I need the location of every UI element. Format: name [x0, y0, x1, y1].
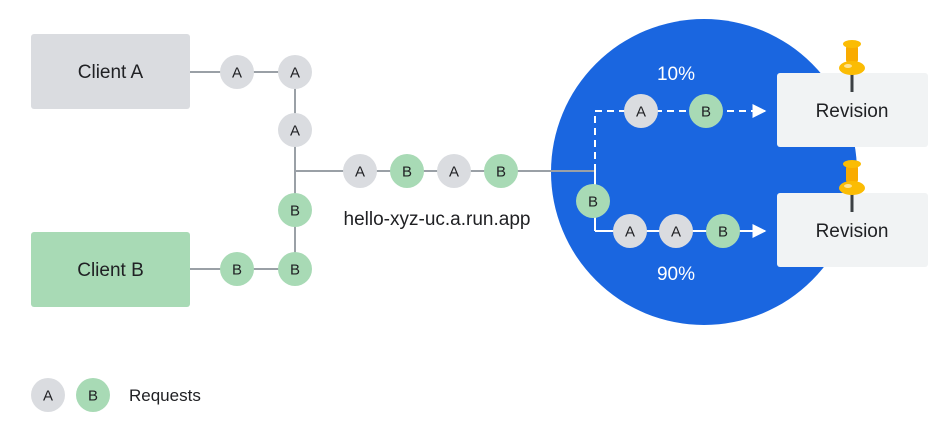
- client-a-box: Client A: [31, 34, 190, 109]
- svg-text:A: A: [43, 388, 53, 405]
- revision-box-top: Revision: [777, 73, 928, 147]
- legend-label: Requests: [129, 386, 201, 405]
- svg-text:A: A: [232, 65, 242, 82]
- legend-token-b: B: [76, 378, 110, 412]
- svg-text:A: A: [290, 123, 300, 140]
- client-a-label: Client A: [78, 62, 144, 83]
- svg-text:B: B: [290, 262, 300, 279]
- request-token-a: A: [613, 214, 647, 248]
- svg-text:B: B: [718, 224, 728, 241]
- service-url: hello-xyz-uc.a.run.app: [344, 209, 531, 230]
- revision-box-bottom: Revision: [777, 193, 928, 267]
- split-line-dashed: [594, 104, 767, 171]
- client-b-label: Client B: [77, 260, 144, 281]
- svg-text:B: B: [88, 388, 98, 405]
- svg-text:B: B: [290, 203, 300, 220]
- request-token-b: B: [484, 154, 518, 188]
- request-token-a: A: [278, 113, 312, 147]
- request-token-b: B: [278, 252, 312, 286]
- svg-text:B: B: [496, 164, 506, 181]
- request-token-a: A: [624, 94, 658, 128]
- request-token-a: A: [659, 214, 693, 248]
- pushpin-icon: [839, 40, 865, 92]
- client-b-box: Client B: [31, 232, 190, 307]
- svg-text:A: A: [355, 164, 365, 181]
- request-token-a: A: [343, 154, 377, 188]
- legend: A B Requests: [31, 378, 201, 412]
- svg-text:A: A: [449, 164, 459, 181]
- revision-bottom-label: Revision: [816, 221, 889, 242]
- request-token-b: B: [390, 154, 424, 188]
- pushpin-icon: [839, 160, 865, 212]
- request-token-b: B: [278, 193, 312, 227]
- svg-text:A: A: [290, 65, 300, 82]
- svg-text:A: A: [625, 224, 635, 241]
- svg-text:B: B: [701, 104, 711, 121]
- split-bottom-percent: 90%: [657, 264, 695, 285]
- request-token-b: B: [689, 94, 723, 128]
- request-token-a: A: [437, 154, 471, 188]
- svg-text:B: B: [588, 194, 598, 211]
- svg-text:A: A: [636, 104, 646, 121]
- request-token-a: A: [220, 55, 254, 89]
- request-token-b: B: [576, 184, 610, 218]
- request-token-a: A: [278, 55, 312, 89]
- legend-token-a: A: [31, 378, 65, 412]
- svg-text:A: A: [671, 224, 681, 241]
- svg-text:B: B: [402, 164, 412, 181]
- svg-text:B: B: [232, 262, 242, 279]
- request-token-b: B: [220, 252, 254, 286]
- service-circle: [551, 19, 857, 325]
- split-top-percent: 10%: [657, 64, 695, 85]
- revision-top-label: Revision: [816, 101, 889, 122]
- request-token-b: B: [706, 214, 740, 248]
